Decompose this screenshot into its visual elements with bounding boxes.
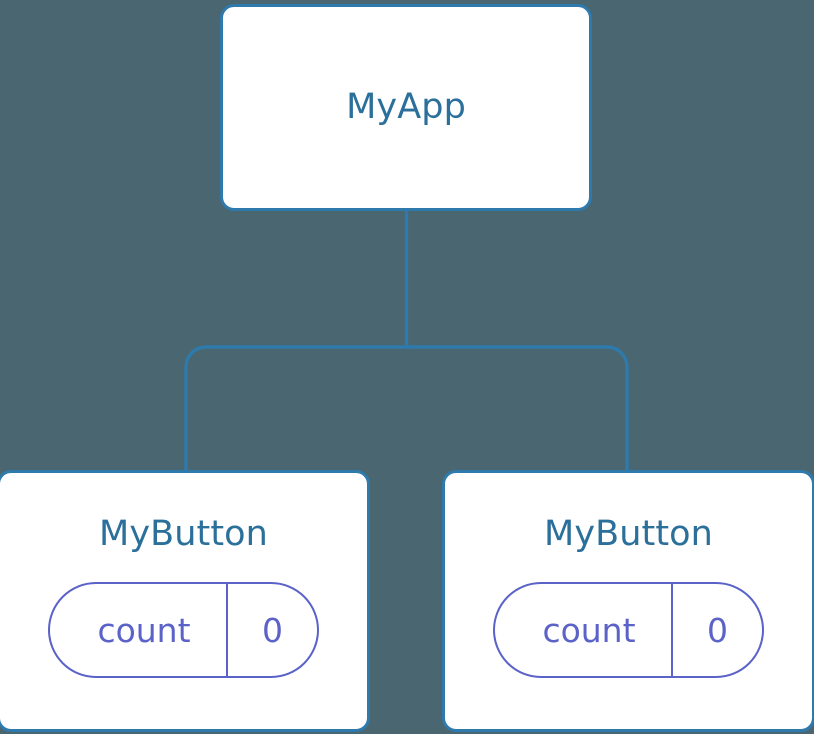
state-value: 0 <box>226 584 317 676</box>
state-pill[interactable]: count 0 <box>493 582 764 678</box>
node-title: MyApp <box>346 87 466 127</box>
node-child-mybutton-1[interactable]: MyButton count 0 <box>0 470 370 732</box>
node-title: MyButton <box>544 514 713 554</box>
node-root-myapp[interactable]: MyApp <box>220 4 592 211</box>
state-key: count <box>542 610 636 650</box>
state-pill[interactable]: count 0 <box>48 582 319 678</box>
edge-branch-right <box>406 345 629 472</box>
state-value: 0 <box>671 584 762 676</box>
edge-branch-left <box>184 345 407 472</box>
state-key: count <box>97 610 191 650</box>
node-title: MyButton <box>99 514 268 554</box>
node-child-mybutton-2[interactable]: MyButton count 0 <box>442 470 814 732</box>
